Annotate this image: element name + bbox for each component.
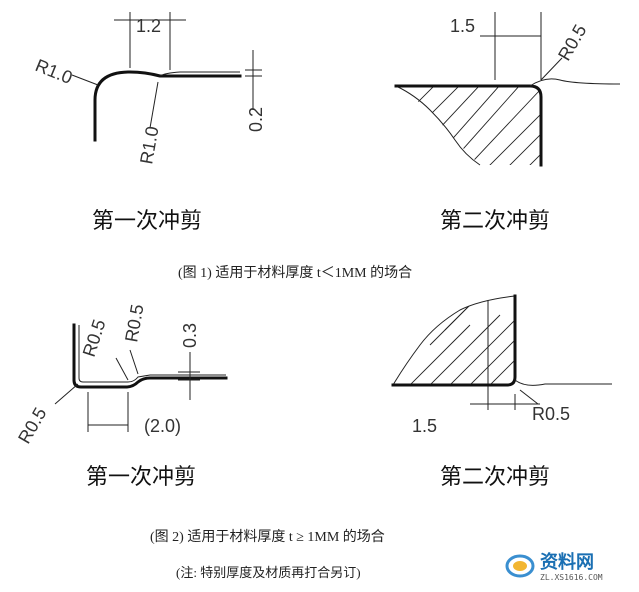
fig2-right-profile xyxy=(391,294,517,387)
fig2-left-radius-corner: R0.5 xyxy=(14,404,50,447)
fig1-left-caption: 第一次冲剪 xyxy=(92,209,202,234)
fig2-left-diagram: R0.5 R0.5 0.3 R0.5 (2.0) 第一次冲剪 xyxy=(14,303,228,490)
watermark: 资料网 ZL.XS1616.COM xyxy=(505,551,603,582)
fig2-right-radius: R0.5 xyxy=(532,404,570,424)
watermark-sub: ZL.XS1616.COM xyxy=(540,573,603,582)
fig1-right-dim-width: 1.5 xyxy=(450,16,475,36)
fig2-left-inner-line xyxy=(78,325,226,383)
fig1-left-radius-inner: R1.0 xyxy=(136,125,162,166)
fig2-right-hatch xyxy=(399,296,515,385)
fig2-right-caption: 第二次冲剪 xyxy=(440,465,550,490)
fig1-left-lower-line xyxy=(159,71,240,77)
fig1-right-caption: 第二次冲剪 xyxy=(440,209,550,234)
fig2-left-profile xyxy=(72,323,228,389)
fig2-right-break-line xyxy=(392,295,516,386)
fig2-left-radius-b: R0.5 xyxy=(121,303,147,344)
fig1-left-dim-width: 1.2 xyxy=(136,16,161,36)
fig1-title: (图 1) 适用于材料厚度 t＜1MM 的场合 xyxy=(178,265,412,281)
fig1-right-hatch xyxy=(396,86,540,165)
fig2-right-dim-width: 1.5 xyxy=(412,416,437,436)
fig1-left-radius-outer: R1.0 xyxy=(33,55,76,88)
fig2-left-radius-a: R0.5 xyxy=(79,317,110,359)
fig2-left-caption: 第一次冲剪 xyxy=(86,465,196,490)
fig2-left-dim-width: (2.0) xyxy=(144,416,181,436)
fig1-left-dim-height: 0.2 xyxy=(246,107,266,132)
fig2-title: (图 2) 适用于材料厚度 t ≥ 1MM 的场合 xyxy=(150,529,385,545)
watermark-main: 资料网 xyxy=(540,551,594,573)
fig2-left-dim-height: 0.3 xyxy=(180,323,200,348)
fig1-left-diagram: 1.2 R1.0 R1.0 0.2 第一次冲剪 xyxy=(33,12,266,234)
fig1-left-profile xyxy=(93,70,242,142)
fig2-right-outer-line xyxy=(514,379,612,386)
fig1-right-diagram: 1.5 R0.5 第二次冲剪 xyxy=(394,12,621,234)
fig1-right-radius: R0.5 xyxy=(554,21,590,64)
fig1-right-outer-line xyxy=(529,78,621,87)
watermark-logo-icon xyxy=(505,554,535,578)
fig2-right-diagram: 1.5 R0.5 第二次冲剪 xyxy=(391,294,612,490)
fig1-right-break-line xyxy=(395,85,481,166)
fig2-note: (注: 特别厚度及材质再打合另订) xyxy=(176,565,361,580)
